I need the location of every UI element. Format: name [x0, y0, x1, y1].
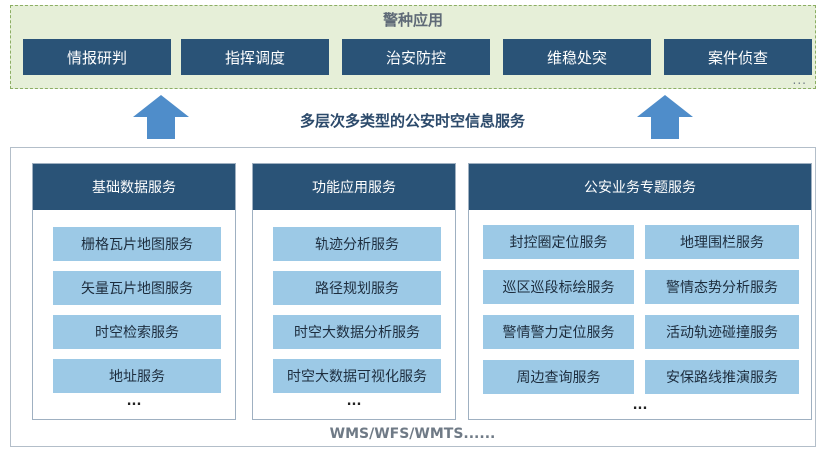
up-arrow-icon	[637, 95, 693, 139]
app-layer-more: ...	[792, 73, 807, 87]
service-security-route: 安保路线推演服务	[645, 360, 799, 394]
service-big-data-analysis: 时空大数据分析服务	[273, 315, 441, 349]
service-route-planning: 路径规划服务	[273, 271, 441, 305]
service-patrol-plotting: 巡区巡段标绘服务	[483, 270, 634, 304]
app-command-dispatch: 指挥调度	[181, 39, 329, 75]
police-topic-services-header: 公安业务专题服务	[469, 164, 811, 210]
service-layer-title: 多层次多类型的公安时空信息服务	[299, 112, 525, 130]
service-raster-tile-map: 栅格瓦片地图服务	[53, 227, 221, 261]
basic-data-services-header: 基础数据服务	[33, 164, 235, 210]
police-topic-services-column: 公安业务专题服务 封控圈定位服务 巡区巡段标绘服务 警情警力定位服务 周边查询服…	[468, 163, 812, 420]
app-intelligence-analysis: 情报研判	[23, 39, 171, 75]
app-stability-emergency: 维稳处突	[503, 39, 651, 75]
service-spatiotemporal-search: 时空检索服务	[53, 315, 221, 349]
function-services-column: 功能应用服务 轨迹分析服务 路径规划服务 时空大数据分析服务 时空大数据可视化服…	[252, 163, 456, 420]
service-geofence: 地理围栏服务	[645, 225, 799, 259]
service-big-data-visualization: 时空大数据可视化服务	[273, 359, 441, 393]
basic-data-services-column: 基础数据服务 栅格瓦片地图服务 矢量瓦片地图服务 时空检索服务 地址服务 ...	[32, 163, 236, 420]
service-address: 地址服务	[53, 359, 221, 393]
function-services-header: 功能应用服务	[253, 164, 455, 210]
service-trajectory-analysis: 轨迹分析服务	[273, 227, 441, 261]
service-police-force-positioning: 警情警力定位服务	[483, 315, 634, 349]
app-case-investigation: 案件侦查	[664, 39, 812, 75]
service-trajectory-collision: 活动轨迹碰撞服务	[645, 315, 799, 349]
basic-more: ...	[126, 394, 142, 409]
protocols-footer: WMS/WFS/WMTS......	[329, 426, 496, 442]
service-vector-tile-map: 矢量瓦片地图服务	[53, 271, 221, 305]
police-more: ...	[632, 398, 648, 413]
service-containment-circle: 封控圈定位服务	[483, 225, 634, 259]
function-more: ...	[346, 394, 362, 409]
service-surroundings-query: 周边查询服务	[483, 360, 634, 394]
police-application-panel: 警种应用 情报研判 指挥调度 治安防控 维稳处突 案件侦查 ...	[10, 5, 816, 89]
service-situation-analysis: 警情态势分析服务	[645, 270, 799, 304]
app-public-security-control: 治安防控	[342, 39, 490, 75]
up-arrow-icon	[133, 95, 189, 139]
app-layer-title: 警种应用	[382, 11, 443, 29]
